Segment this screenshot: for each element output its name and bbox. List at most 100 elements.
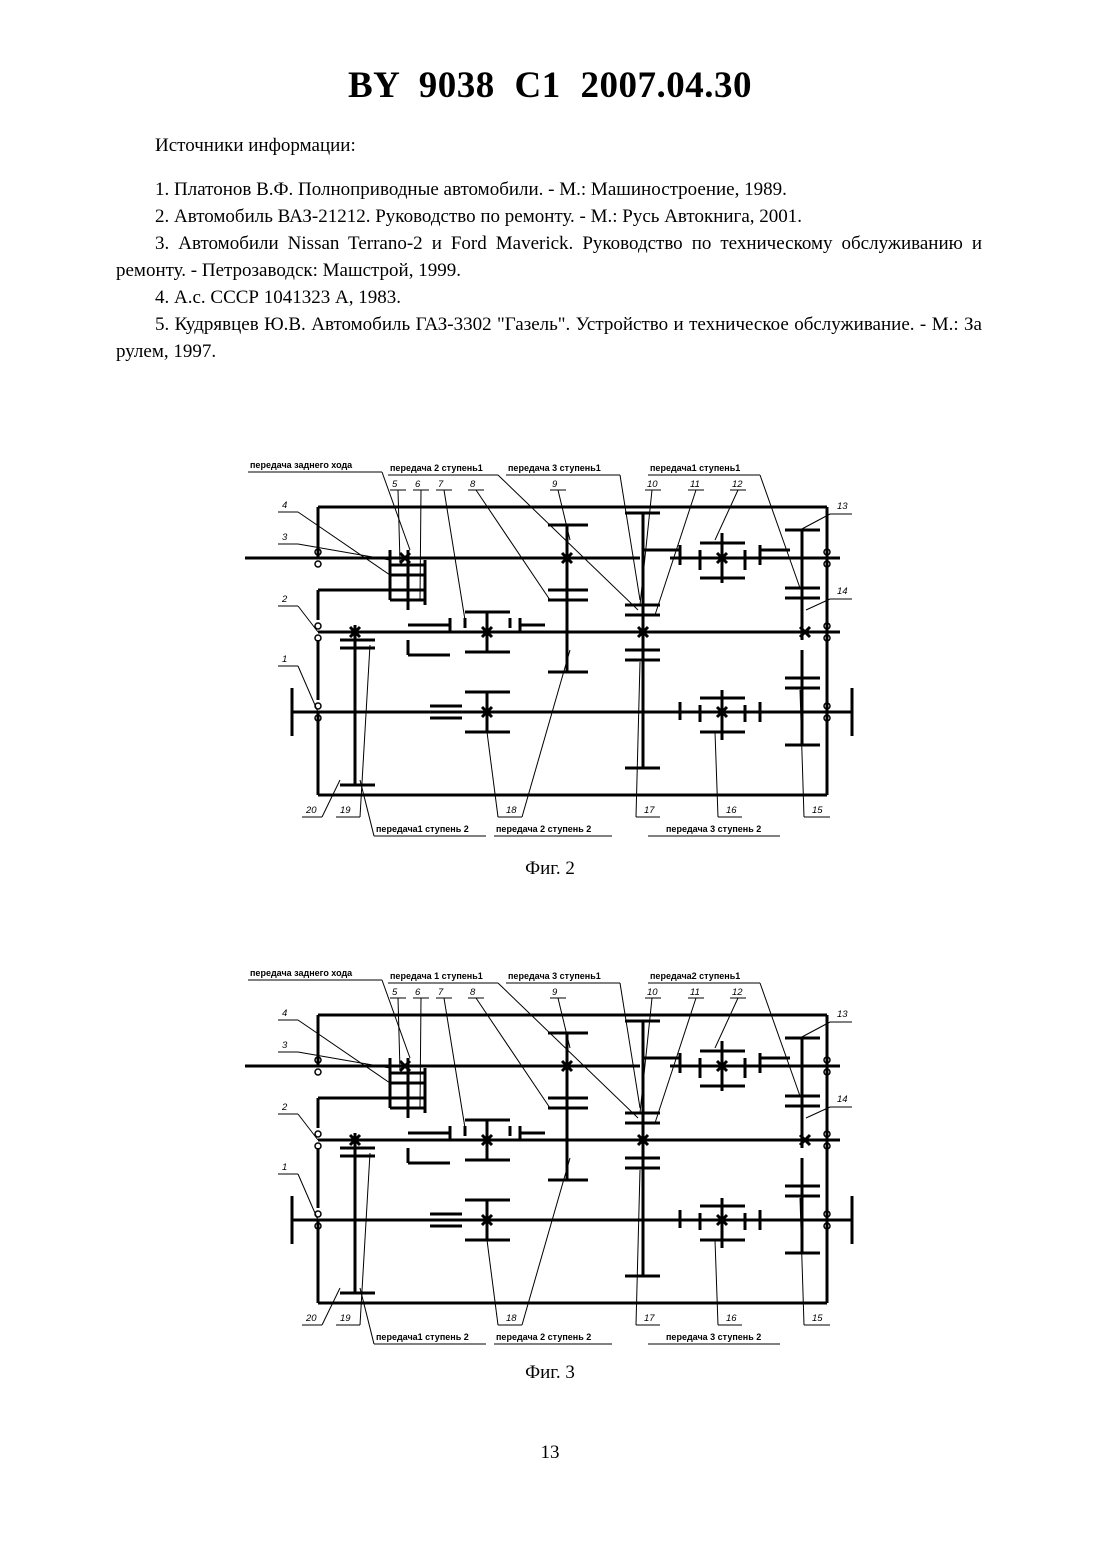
figure-2-gearbox-diagram: передача заднего хода передача 2 ступень1… (240, 450, 860, 850)
diagram-label: 19 (340, 805, 351, 816)
diagram-label: 5 (392, 479, 398, 490)
diagram-label: 12 (732, 479, 743, 490)
leader-line (360, 1288, 374, 1344)
leader-line (322, 780, 340, 817)
leader-line (322, 1288, 340, 1325)
reference-item: 2. Автомобиль ВАЗ-21212. Руководство по … (116, 203, 982, 230)
reference-item: 4. А.с. СССР 1041323 А, 1983. (116, 284, 982, 311)
diagram-label: 1 (282, 654, 287, 665)
diagram-label: 6 (415, 479, 421, 490)
diagram-label: 13 (837, 1009, 848, 1020)
diagram-label: 14 (837, 586, 848, 597)
leader-line (487, 732, 498, 817)
diagram-label: 16 (726, 805, 737, 816)
diagram-label: 18 (506, 1313, 517, 1324)
leader-line (487, 1240, 498, 1325)
diagram-label: 2 (281, 1102, 288, 1113)
diagram-label: 2 (281, 594, 288, 605)
diagram-label: 10 (647, 479, 658, 490)
figure-2-caption: Фиг. 2 (0, 858, 1100, 880)
diagram-label: 13 (837, 501, 848, 512)
leader-line (715, 998, 738, 1048)
diagram-label: 12 (732, 987, 743, 998)
diagram-label: передача1 ступень 2 (376, 1332, 469, 1342)
diagram-label: 15 (812, 805, 823, 816)
diagram-label: передача 1 ступень1 (390, 971, 483, 981)
leader-line (398, 490, 400, 562)
document-header: BY 9038 C1 2007.04.30 (0, 64, 1100, 107)
diagram-label: 7 (438, 479, 444, 490)
diagram-label: 17 (644, 805, 655, 816)
diagram-label: 20 (305, 1313, 317, 1324)
leader-line (360, 645, 370, 817)
leader-line (444, 998, 465, 1128)
diagram-label: 3 (282, 532, 288, 543)
diagram-label: 15 (812, 1313, 823, 1324)
diagram-label: 17 (644, 1313, 655, 1324)
leader-line (655, 490, 696, 615)
references-list: 1. Платонов В.Ф. Полноприводные автомоби… (116, 176, 982, 365)
leader-line (558, 998, 570, 1048)
diagram-label: 3 (282, 1040, 288, 1051)
leader-line (298, 1174, 318, 1220)
diagram-label: 11 (690, 479, 700, 490)
leader-line (298, 666, 318, 712)
diagram-label: передача заднего хода (250, 460, 353, 470)
diagram-label: 19 (340, 1313, 351, 1324)
bearing-mark (315, 623, 321, 629)
reference-item: 5. Кудрявцев Ю.В. Автомобиль ГАЗ-3302 "Г… (116, 311, 982, 365)
leader-line (298, 606, 318, 632)
diagram-label: 9 (552, 479, 558, 490)
figure-3-caption: Фиг. 3 (0, 1362, 1100, 1384)
bearing-mark (315, 1069, 321, 1075)
diagram-label: передача 2 ступень1 (390, 463, 483, 473)
leader-line (298, 1020, 390, 1083)
diagram-label: передача 2 ступень 2 (496, 824, 591, 834)
leader-line (360, 1153, 370, 1325)
gearbox-schematic: передача заднего хода передача 2 ступень1… (240, 450, 860, 850)
leader-line (398, 998, 400, 1070)
diagram-label: передача1 ступень1 (650, 463, 740, 473)
leader-line (298, 512, 390, 575)
diagram-label: передача2 ступень1 (650, 971, 740, 981)
diagram-label: 14 (837, 1094, 848, 1105)
diagram-label: 10 (647, 987, 658, 998)
diagram-label: 18 (506, 805, 517, 816)
diagram-label: 8 (470, 987, 476, 998)
diagram-label: передача1 ступень 2 (376, 824, 469, 834)
diagram-label: 1 (282, 1162, 287, 1173)
diagram-label: передача 3 ступень 2 (666, 1332, 761, 1342)
leader-line (522, 650, 570, 817)
leader-line (620, 983, 640, 1108)
reference-item: 1. Платонов В.Ф. Полноприводные автомоби… (116, 176, 982, 203)
bearing-mark (315, 561, 321, 567)
gearbox-schematic: передача заднего хода передача 1 ступень1… (240, 958, 860, 1358)
diagram-label: передача 3 ступень1 (508, 463, 601, 473)
leader-line (522, 1158, 570, 1325)
sources-heading: Источники информации: (155, 135, 356, 157)
leader-line (715, 1240, 718, 1325)
diagram-label: 7 (438, 987, 444, 998)
bearing-mark (315, 1131, 321, 1137)
page-number: 13 (0, 1442, 1100, 1464)
reference-item: 3. Автомобили Nissan Terrano-2 и Ford Ma… (116, 230, 982, 284)
leader-line (444, 490, 465, 620)
leader-line (655, 998, 696, 1123)
diagram-label: 8 (470, 479, 476, 490)
leader-line (558, 490, 570, 540)
diagram-label: передача 3 ступень 2 (666, 824, 761, 834)
diagram-label: 4 (282, 500, 287, 511)
leader-lines (248, 980, 852, 1344)
diagram-label: 9 (552, 987, 558, 998)
diagram-label: 6 (415, 987, 421, 998)
diagram-label: передача 2 ступень 2 (496, 1332, 591, 1342)
diagram-label: 20 (305, 805, 317, 816)
figure-3-gearbox-diagram: передача заднего хода передача 1 ступень1… (240, 958, 860, 1358)
diagram-label: передача заднего хода (250, 968, 353, 978)
leader-line (715, 732, 718, 817)
leader-line (360, 780, 374, 836)
leader-lines (248, 472, 852, 836)
leader-line (620, 475, 640, 600)
diagram-label: 11 (690, 987, 700, 998)
diagram-label: 4 (282, 1008, 287, 1019)
